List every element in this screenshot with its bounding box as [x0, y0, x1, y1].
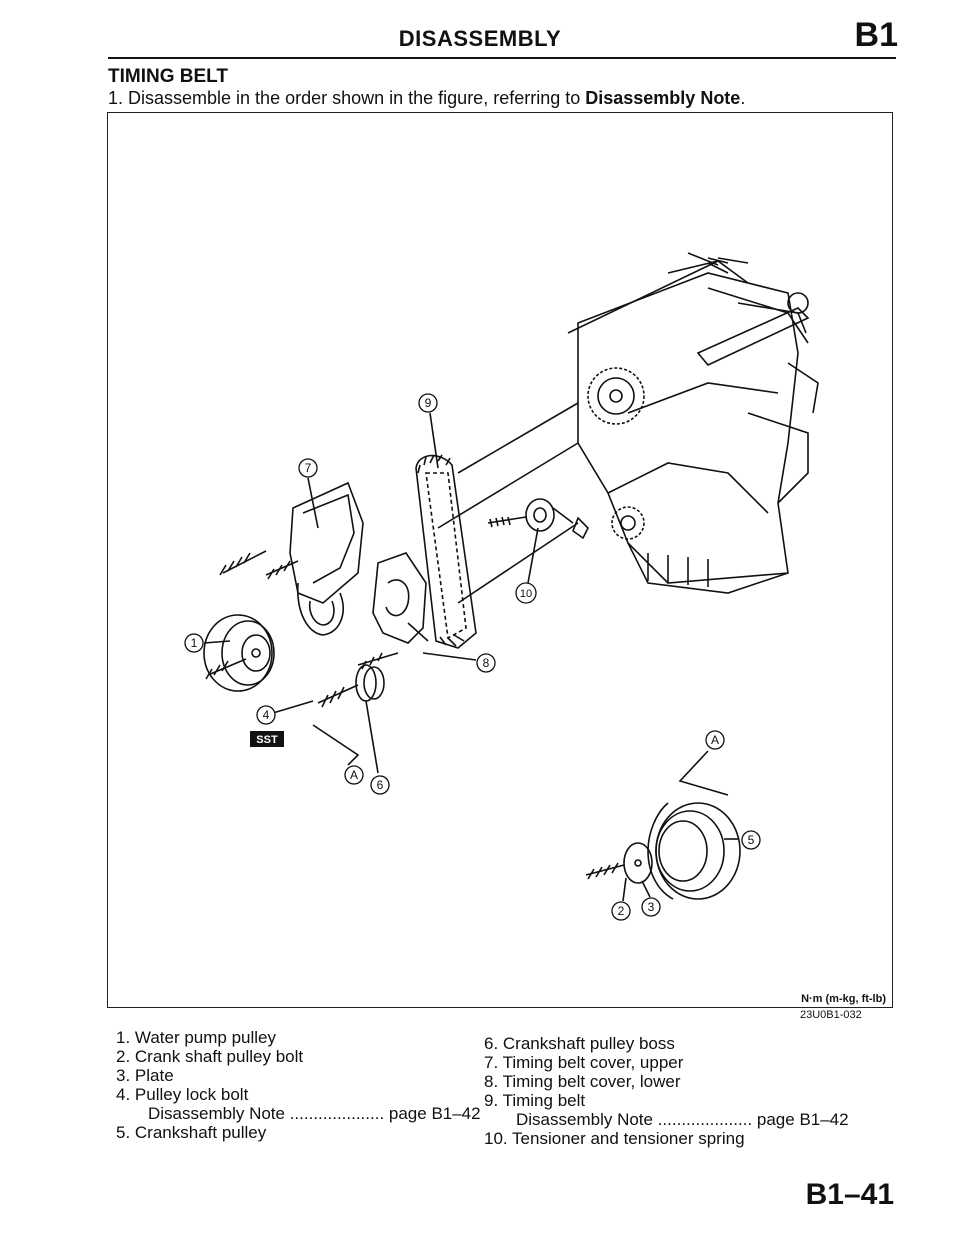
callout-5 — [741, 830, 761, 850]
callout-a-left — [344, 765, 364, 785]
engine-block-drawing — [577, 252, 819, 594]
callout-10 — [515, 582, 537, 604]
legend-item: 6. Crankshaft pulley boss — [484, 1034, 675, 1053]
callout-9 — [418, 393, 438, 413]
step-text: 1. Disassemble in the order shown in the… — [108, 88, 586, 108]
legend-item: 9. Timing belt — [484, 1091, 586, 1110]
callout-label: 4 — [263, 708, 270, 722]
sst-badge: SST — [250, 731, 284, 747]
callout-8 — [476, 653, 496, 673]
header-rule — [108, 57, 896, 59]
callout-label: A — [711, 733, 719, 747]
page-title: DISASSEMBLY — [398, 26, 562, 51]
callout-6 — [370, 775, 390, 795]
crankshaft-sprocket-drawing — [611, 506, 645, 540]
instruction-step: 1. Disassemble in the order shown in the… — [108, 88, 745, 109]
callout-label: 2 — [618, 904, 625, 918]
figure-code: 23U0B1-032 — [800, 1009, 862, 1021]
water-pump-pulley-drawing — [203, 614, 275, 692]
upper-cover-drawing — [289, 481, 364, 636]
crankshaft-pulley-boss-drawing — [317, 652, 399, 708]
sst-label: SST — [256, 734, 278, 746]
step-end: . — [740, 88, 746, 108]
callout-label: 3 — [648, 900, 655, 914]
legend-item-note: Disassembly Note .................... pa… — [516, 1110, 849, 1129]
step-reference: Disassembly Note — [585, 88, 741, 108]
timing-belt-diagram: 1 2 3 4 5 6 7 8 9 10 A A SST — [184, 252, 819, 921]
tensioner-drawing — [487, 498, 589, 540]
legend-item: 10. Tensioner and tensioner spring — [484, 1129, 745, 1148]
timing-belt-drawing — [415, 454, 477, 649]
camshaft-sprocket-drawing — [587, 367, 645, 425]
page-number: B1–41 — [805, 1178, 894, 1211]
legend-left: 1. Water pump pulley 2. Crank shaft pull… — [116, 1028, 516, 1142]
callout-label: 9 — [425, 396, 432, 410]
callout-2 — [611, 901, 631, 921]
callout-1 — [184, 633, 204, 653]
callout-a-right — [705, 730, 725, 750]
callout-label: 7 — [305, 461, 312, 475]
callout-3 — [641, 897, 661, 917]
callout-label: 1 — [191, 636, 198, 650]
legend-item: 2. Crank shaft pulley bolt — [116, 1047, 304, 1066]
torque-unit-label: N·m (m-kg, ft-lb) — [801, 993, 886, 1005]
legend-right: 6. Crankshaft pulley boss 7. Timing belt… — [484, 1034, 904, 1148]
legend-item: 1. Water pump pulley — [116, 1028, 276, 1047]
section-title: TIMING BELT — [108, 66, 228, 87]
callout-label: A — [350, 768, 358, 782]
lower-cover-drawing — [372, 552, 429, 644]
legend-item: 3. Plate — [116, 1066, 174, 1085]
crankshaft-pulley-drawing — [585, 802, 741, 900]
callout-label: 5 — [748, 833, 755, 847]
callout-7 — [298, 458, 318, 478]
callout-label: 10 — [520, 588, 532, 600]
legend-item-note: Disassembly Note .................... pa… — [148, 1104, 481, 1123]
section-code: B1 — [854, 16, 898, 54]
exploded-view-figure: 1 2 3 4 5 6 7 8 9 10 A A SST N·m (m-kg, … — [107, 112, 893, 1008]
callout-4 — [256, 705, 276, 725]
callout-label: 6 — [377, 778, 384, 792]
legend-item: 8. Timing belt cover, lower — [484, 1072, 681, 1091]
legend-item: 4. Pulley lock bolt — [116, 1085, 249, 1104]
legend-item: 5. Crankshaft pulley — [116, 1123, 267, 1142]
callout-label: 8 — [483, 656, 490, 670]
legend-item: 7. Timing belt cover, upper — [484, 1053, 684, 1072]
